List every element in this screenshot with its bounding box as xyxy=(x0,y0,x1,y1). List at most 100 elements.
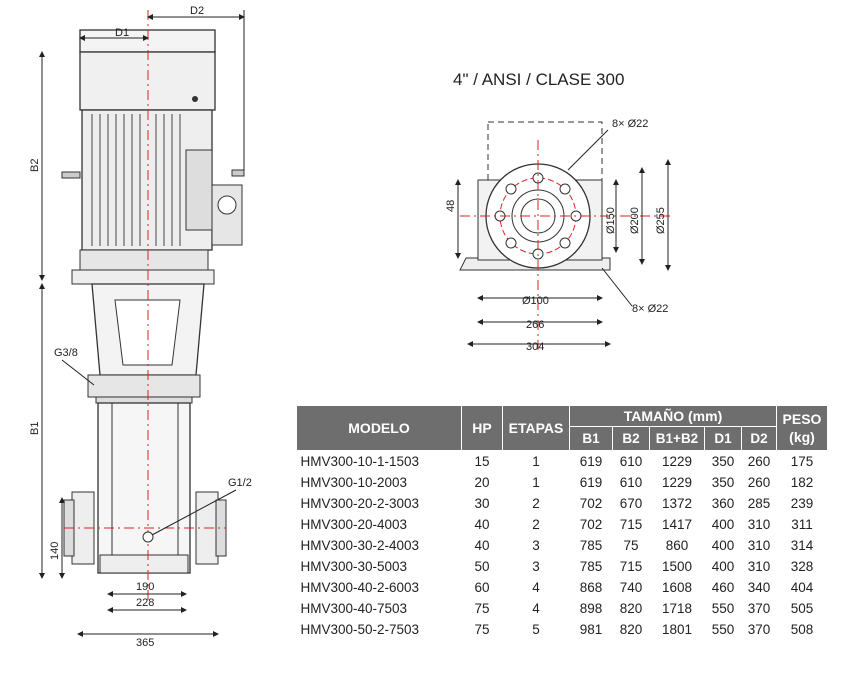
table-cell: 40 xyxy=(474,517,490,532)
header-tamano: TAMAÑO (mm) xyxy=(569,404,777,428)
table-cell: 1 xyxy=(532,475,540,490)
table-cell: 702 xyxy=(579,517,603,532)
table-cell: 3 xyxy=(532,559,540,574)
table-cell: 1229 xyxy=(661,475,693,490)
table-cell: 350 xyxy=(711,475,735,490)
table-cell: HMV300-30-2-4003 xyxy=(300,538,420,553)
table-cell: 550 xyxy=(711,622,735,637)
table-cell: HMV300-10-1-1503 xyxy=(300,454,420,469)
table-row: HMV300-10-2003 20 1 619 610 1229 350 260 182 xyxy=(297,472,828,493)
table-cell: 310 xyxy=(747,559,771,574)
table-cell: 702 xyxy=(579,496,603,511)
table-cell: 820 xyxy=(619,622,643,637)
dim-d150: Ø150 xyxy=(605,207,617,234)
specs-table: MODELO HP ETAPAS TAMAÑO (mm) PESO (kg) B… xyxy=(296,404,828,640)
table-cell: 404 xyxy=(790,580,814,595)
table-cell: 505 xyxy=(790,601,814,616)
header-b1b2: B1+B2 xyxy=(649,426,705,451)
table-cell: 785 xyxy=(579,538,603,553)
table-cell: 15 xyxy=(474,454,490,469)
table-cell: 370 xyxy=(747,601,771,616)
pump-side-drawing: D1 D2 B2 B1 G3/8 G1/2 140 190 228 365 xyxy=(29,5,252,649)
table-cell: HMV300-30-5003 xyxy=(300,559,408,574)
header-d1: D1 xyxy=(704,426,742,451)
table-cell: 1229 xyxy=(661,454,693,469)
header-modelo: MODELO xyxy=(296,405,462,451)
table-cell: 360 xyxy=(711,496,735,511)
dim-b1: B1 xyxy=(29,422,41,435)
dim-228: 228 xyxy=(136,597,154,609)
table-cell: HMV300-20-4003 xyxy=(300,517,408,532)
table-cell: 370 xyxy=(747,622,771,637)
table-cell: 400 xyxy=(711,559,735,574)
table-cell: 260 xyxy=(747,475,771,490)
bolt-label-bottom: 8× Ø22 xyxy=(632,303,668,315)
table-cell: HMV300-20-2-3003 xyxy=(300,496,420,511)
table-cell: 1372 xyxy=(661,496,693,511)
table-cell: 310 xyxy=(747,517,771,532)
header-d2: D2 xyxy=(741,426,777,451)
label-g38: G3/8 xyxy=(54,347,78,359)
table-cell: 619 xyxy=(579,475,603,490)
table-row: HMV300-20-2-3003 30 2 702 670 1372 360 285 239 xyxy=(296,493,828,514)
dim-d2: D2 xyxy=(190,5,204,17)
table-cell: 1 xyxy=(532,454,540,469)
dim-d1: D1 xyxy=(115,27,129,39)
table-cell: 5 xyxy=(532,622,540,637)
table-cell: 30 xyxy=(474,496,490,511)
label-g12: G1/2 xyxy=(228,477,252,489)
table-cell: 60 xyxy=(474,580,490,595)
table-cell: 340 xyxy=(747,580,771,595)
table-cell: HMV300-40-2-6003 xyxy=(300,580,420,595)
table-cell: 400 xyxy=(711,517,735,532)
dim-d100: Ø100 xyxy=(522,295,549,307)
table-cell: 2 xyxy=(532,496,540,511)
table-cell: 619 xyxy=(579,454,603,469)
table-cell: 785 xyxy=(579,559,603,574)
table-cell: 182 xyxy=(790,475,814,490)
dim-d200: Ø200 xyxy=(629,207,641,234)
table-cell: 4 xyxy=(532,580,540,595)
table-cell: 311 xyxy=(791,517,813,532)
table-cell: 3 xyxy=(532,538,540,553)
table-cell: 314 xyxy=(790,538,814,553)
table-cell: 715 xyxy=(619,517,643,532)
table-cell: 4 xyxy=(532,601,540,616)
table-cell: 550 xyxy=(711,601,735,616)
table-cell: 1718 xyxy=(661,601,693,616)
dim-d255: Ø255 xyxy=(655,207,667,234)
table-cell: 75 xyxy=(474,622,490,637)
header-b2: B2 xyxy=(612,426,650,451)
table-cell: 868 xyxy=(579,580,603,595)
table-cell: 1417 xyxy=(661,517,693,532)
table-cell: HMV300-10-2003 xyxy=(300,475,408,490)
header-peso: PESO (kg) xyxy=(776,405,828,451)
table-cell: 981 xyxy=(579,622,603,637)
table-cell: 740 xyxy=(619,580,643,595)
header-etapas: ETAPAS xyxy=(502,405,570,451)
table-cell: HMV300-50-2-7503 xyxy=(300,622,420,637)
table-cell: 1801 xyxy=(661,622,693,637)
table-cell: 715 xyxy=(619,559,643,574)
table-cell: 20 xyxy=(474,475,490,490)
dim-304: 304 xyxy=(526,341,544,353)
table-cell: 50 xyxy=(474,559,490,574)
flange-drawing: 8× Ø22 8× Ø22 48 Ø150 Ø200 Ø255 Ø100 266… xyxy=(445,118,671,353)
table-cell: HMV300-40-7503 xyxy=(300,601,408,616)
table-cell: 239 xyxy=(790,496,814,511)
table-cell: 285 xyxy=(747,496,771,511)
table-cell: 898 xyxy=(579,601,603,616)
table-cell: 40 xyxy=(474,538,490,553)
table-cell: 75 xyxy=(623,538,639,553)
table-cell: 1500 xyxy=(661,559,693,574)
table-cell: 670 xyxy=(619,496,643,511)
dim-365: 365 xyxy=(136,637,154,649)
dim-140: 140 xyxy=(49,542,61,560)
header-hp: HP xyxy=(461,405,503,451)
table-cell: 610 xyxy=(619,475,643,490)
